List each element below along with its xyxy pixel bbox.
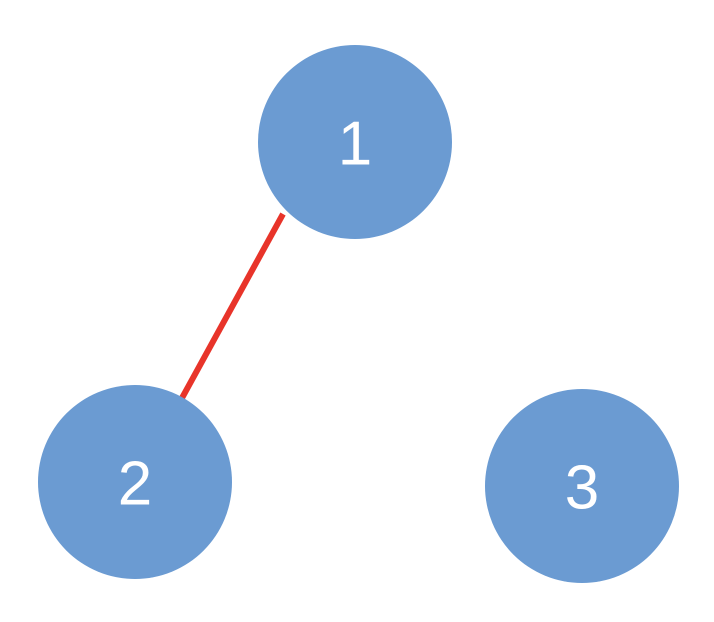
node-label-3: 3 <box>565 454 599 523</box>
nodes-layer: 1 2 3 <box>38 45 679 583</box>
node-circle-1[interactable] <box>258 45 452 239</box>
graph-node-3[interactable]: 3 <box>485 389 679 583</box>
node-circle-2[interactable] <box>38 385 232 579</box>
node-circle-3[interactable] <box>485 389 679 583</box>
node-label-2: 2 <box>118 450 152 519</box>
edges-layer <box>179 212 286 400</box>
graph-node-1[interactable]: 1 <box>258 45 452 239</box>
graph-node-2[interactable]: 2 <box>38 385 232 579</box>
node-label-1: 1 <box>338 110 372 179</box>
graph-edge-1-2[interactable] <box>179 212 286 400</box>
